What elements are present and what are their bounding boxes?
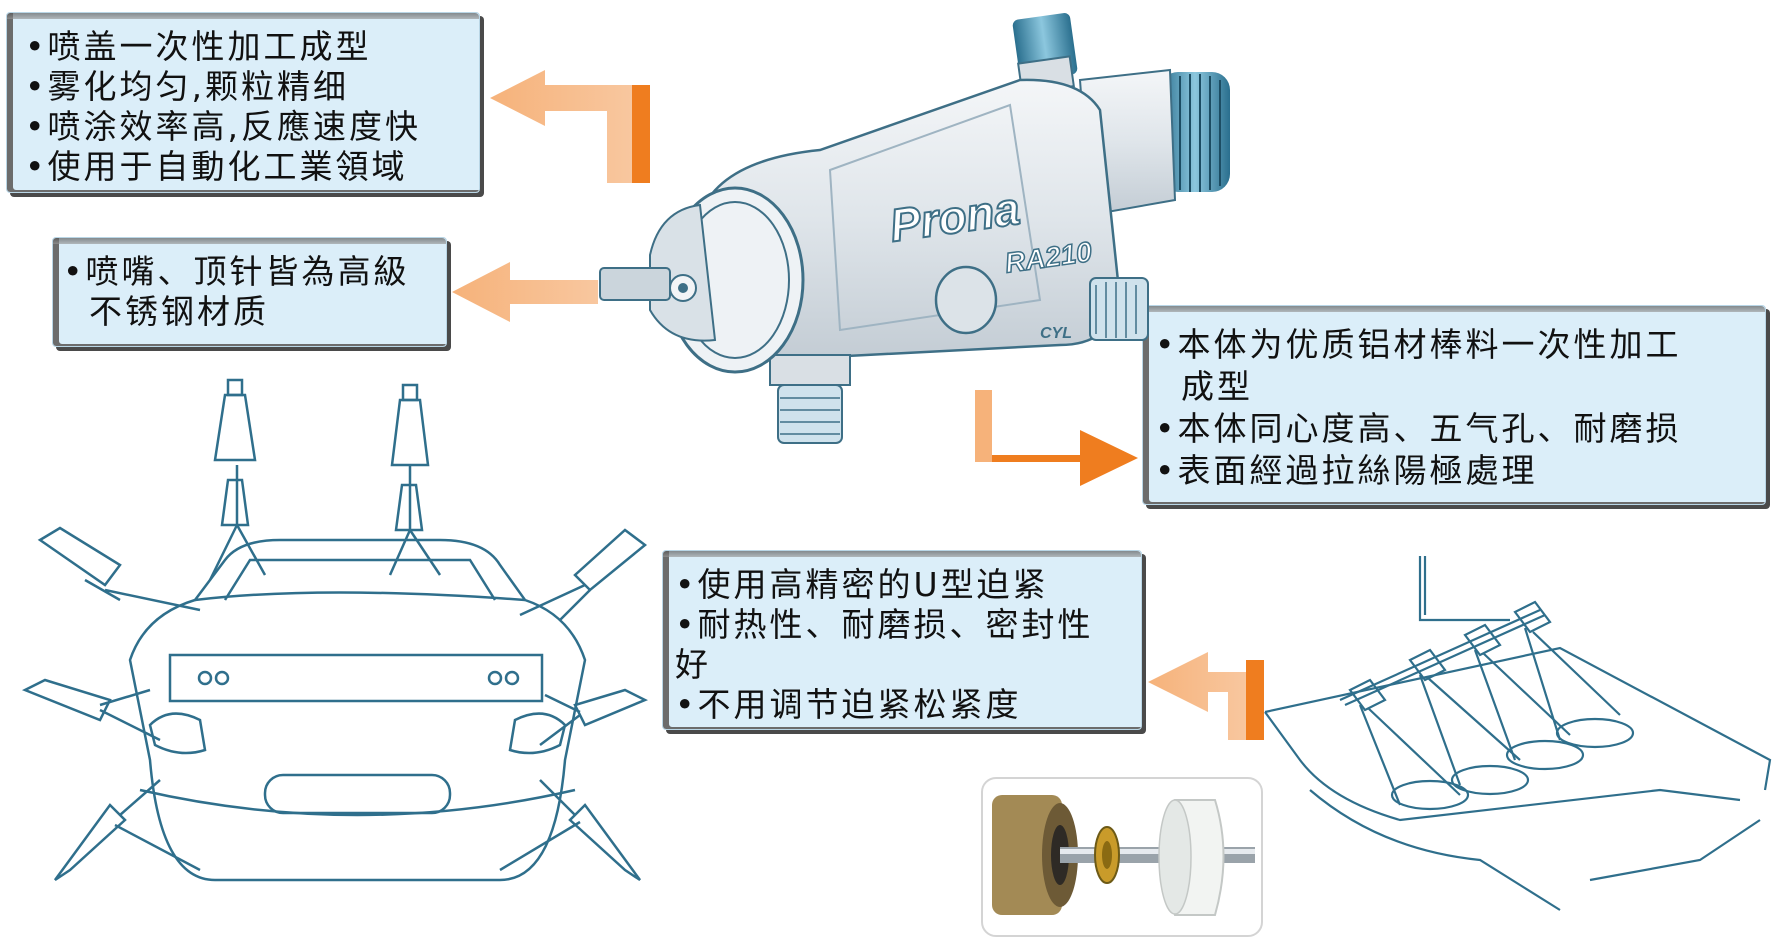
- car-spraying-icon: [21, 378, 649, 882]
- callout-line: •耐热性、耐磨损、密封性: [675, 605, 1094, 644]
- callout-line: •使用高精密的U型迫紧: [675, 565, 1049, 604]
- callout-line: •雾化均匀,颗粒精细: [25, 67, 349, 106]
- cyl-label: CYL: [1040, 325, 1072, 342]
- callout-line: •本体同心度高、五气孔、耐磨损: [1155, 409, 1682, 448]
- callout-body: •本体为优质铝材棒料一次性加工 成型 •本体同心度高、五气孔、耐磨损 •表面經過…: [1142, 305, 1766, 505]
- callout-nozzle-needle: •喷嘴、顶针皆為高級 不锈钢材质: [52, 237, 447, 347]
- callout-line: 成型: [1181, 367, 1253, 406]
- callout-line: •本体为优质铝材棒料一次性加工: [1155, 325, 1682, 364]
- callout-line: •喷盖一次性加工成型: [25, 27, 372, 66]
- arrow-to-top-left: [490, 70, 650, 183]
- arrow-to-right: [975, 390, 1138, 486]
- u-seal-photo: [981, 777, 1263, 937]
- arrow-to-mid-left: [452, 262, 598, 322]
- callout-line: •喷嘴、顶针皆為高級: [63, 252, 410, 291]
- callout-nozzle-cap: •喷盖一次性加工成型 •雾化均匀,颗粒精细 •喷涂效率高,反應速度快 •使用于自…: [6, 12, 480, 193]
- callout-line: •表面經過拉絲陽極處理: [1155, 451, 1538, 490]
- callout-line: •不用调节迫紧松紧度: [675, 685, 1022, 724]
- conveyor-spraying-icon: [1264, 556, 1772, 911]
- callout-line: 不锈钢材质: [89, 292, 269, 331]
- callout-u-seal: •使用高精密的U型迫紧 •耐热性、耐磨损、密封性 好 •不用调节迫紧松紧度: [662, 550, 1142, 730]
- spray-gun-icon: Prona RA210 CYL: [599, 13, 1230, 444]
- arrow-to-bottom-mid: [1148, 652, 1264, 740]
- callout-line: •使用于自動化工業領域: [25, 147, 408, 186]
- callout-line: 好: [675, 645, 711, 684]
- callout-line: •喷涂效率高,反應速度快: [25, 107, 421, 146]
